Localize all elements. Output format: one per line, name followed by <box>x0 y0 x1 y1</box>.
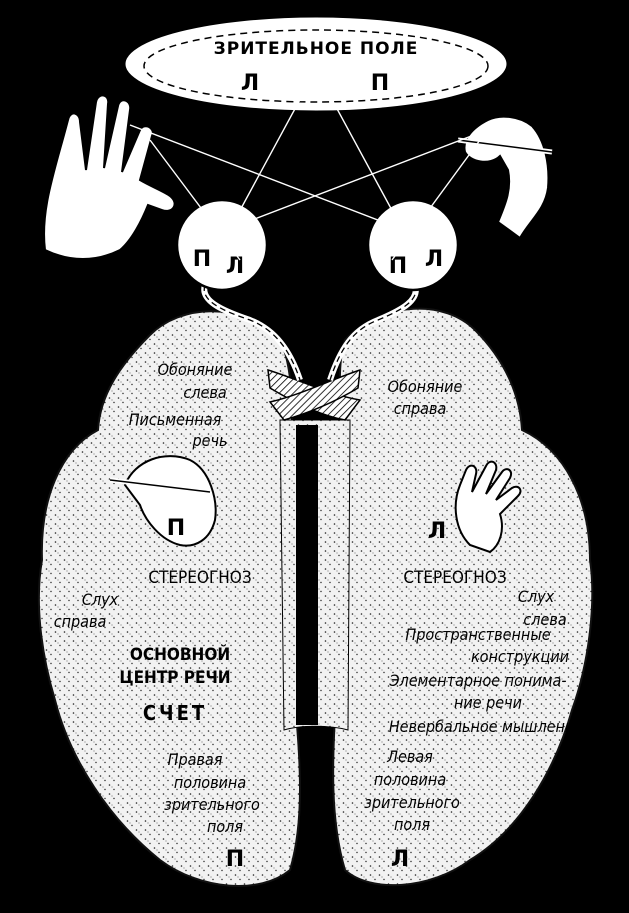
visual-field-title: ЗРИТЕЛЬНОЕ ПОЛЕ <box>214 39 419 59</box>
right-nonverbal: Невербальное мышление <box>389 717 583 736</box>
left-speech-line1: ОСНОВНОЙ <box>130 643 230 665</box>
left-eye-letter-b: Л <box>226 254 244 279</box>
right-bottom-letter: Л <box>391 847 409 872</box>
left-hemisphere-labels: Обоняние слева Письменная речь СТЕРЕОГНО… <box>54 360 260 872</box>
projection-lines <box>129 69 501 263</box>
right-spatial-line1: Пространственные <box>405 625 550 644</box>
right-spatial-line2: конструкции <box>471 647 569 666</box>
right-eye-letter-b: Л <box>425 247 443 272</box>
right-hemisphere-labels: Обоняние справа СТЕРЕОГНОЗ Слух слева Пр… <box>364 377 583 872</box>
right-smell-line1: Обоняние <box>388 377 463 396</box>
left-smell-line1: Обоняние <box>158 360 233 379</box>
left-writing-hand-icon: П <box>109 455 217 547</box>
corpus-callosum <box>279 419 351 731</box>
left-speech-line2: ЦЕНТР РЕЧИ <box>119 668 230 688</box>
optic-chiasm <box>267 368 362 421</box>
left-visual-line1: Правая <box>168 750 223 769</box>
left-visual-line4: поля <box>207 817 243 836</box>
left-writing-line2: речь <box>192 431 228 450</box>
right-visual-line2: половина <box>374 770 446 789</box>
left-visual-line2: половина <box>174 773 246 792</box>
right-eye-letter-a: П <box>389 254 407 279</box>
visual-field-right-letter: П <box>371 71 389 96</box>
right-visual-line4: поля <box>394 815 430 834</box>
raised-hand-icon <box>43 94 176 260</box>
writing-hand-icon <box>457 115 553 240</box>
right-hemisphere <box>332 307 594 887</box>
visual-field-left-letter: Л <box>241 71 259 96</box>
right-visual-line1: Левая <box>386 747 433 766</box>
left-bottom-letter: П <box>226 847 244 872</box>
left-hand-letter: П <box>167 516 185 541</box>
right-stereognosis: СТЕРЕОГНОЗ <box>403 568 506 588</box>
right-open-hand-icon: Л <box>428 460 522 554</box>
right-visual-line3: зрительного <box>364 793 460 812</box>
left-eye-letter-a: П <box>193 247 211 272</box>
right-eye: П Л <box>366 198 460 292</box>
right-hearing-line1: Слух <box>518 587 555 606</box>
left-hemisphere <box>37 310 301 887</box>
right-hand-letter: Л <box>428 519 446 544</box>
right-hearing-line2: слева <box>523 610 566 629</box>
right-smell-line2: справа <box>394 399 447 418</box>
left-smell-line2: слева <box>183 383 226 402</box>
left-visual-line3: зрительного <box>164 795 260 814</box>
left-stereognosis: СТЕРЕОГНОЗ <box>148 568 251 588</box>
visual-field: ЗРИТЕЛЬНОЕ ПОЛЕ Л П <box>122 14 510 114</box>
left-counting: СЧЕТ <box>143 701 207 725</box>
left-hearing-line2: справа <box>54 612 107 631</box>
right-elementary-line1: Элементарное понима- <box>388 671 566 690</box>
right-elementary-line2: ние речи <box>454 693 522 712</box>
left-writing-line1: Письменная <box>129 410 222 429</box>
left-hearing-line1: Слух <box>82 590 119 609</box>
